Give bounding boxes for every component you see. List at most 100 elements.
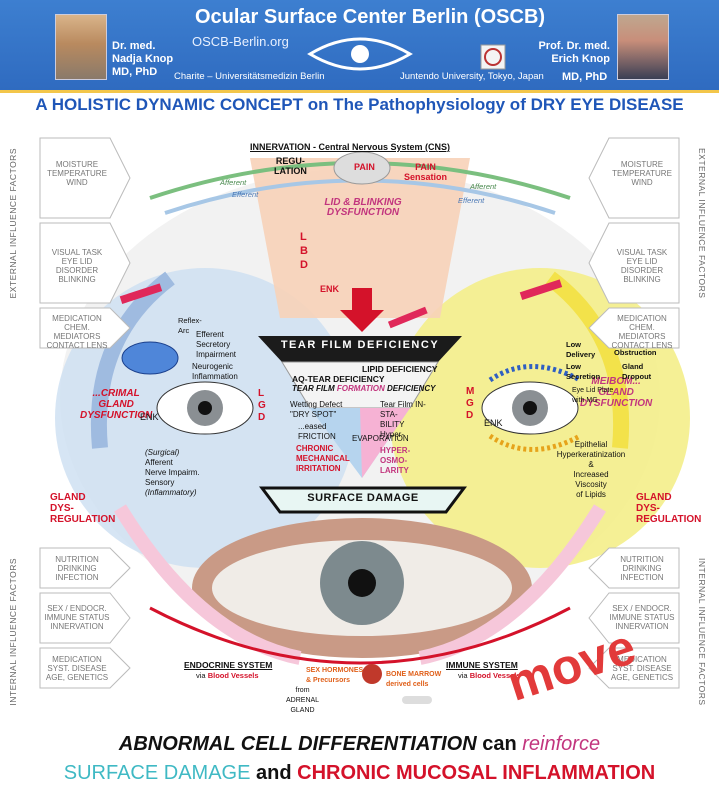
sexhorm-line-2: & Precursors (306, 677, 350, 684)
neurogenic-label: Neurogenic Inflammation (192, 362, 238, 382)
enk-left-label: ENK (140, 412, 159, 422)
evaporation-label: EVAPORATION (352, 434, 409, 443)
gl-drop-line-2: Dropout (622, 372, 652, 381)
lgd-g: G (258, 400, 266, 411)
adrenal-line-2: ADRENAL (286, 697, 320, 704)
afferent-label-left: Afferent (220, 178, 247, 187)
footer-and: and (256, 762, 292, 784)
immune-label: IMMUNE SYSTEM (446, 660, 518, 670)
int-r2-c: INNERVATION (615, 622, 669, 631)
page-subtitle: A HOLISTIC DYNAMIC CONCEPT on The Pathop… (35, 95, 684, 114)
lgd-l: L (258, 388, 265, 399)
bonemarrow-line-1: BONE MARROW (386, 671, 442, 678)
aff-nerve-line-1: (Surgical) (145, 448, 180, 457)
blood-vessel-arc (149, 606, 571, 665)
aq-tear-deficiency-label: AQ-TEAR DEFICIENCY (292, 374, 385, 384)
adrenal-line-1: from (295, 687, 310, 694)
footer-line-1: ABNORMAL CELL DIFFERENTIATION can reinfo… (0, 733, 719, 756)
immune-via: via (458, 671, 468, 680)
tff-part-1: TEAR FILM (292, 384, 335, 393)
meibomian-line-3: DYSFUNCTION (580, 398, 653, 409)
external-arrow-right-3 (588, 307, 680, 349)
external-box-right-2: VISUAL TASK EYE LID DISORDER BLINKING (607, 248, 677, 284)
friction-line-2: FRICTION (298, 432, 336, 441)
gland-dropout-label: Gland Dropout (622, 362, 651, 382)
instability-line-2: STA- (380, 410, 398, 419)
footer-line-2: SURFACE DAMAGE and CHRONIC MUCOSAL INFLA… (0, 762, 719, 785)
low-delivery-label: Low Delivery (566, 340, 595, 360)
immune-vessels: Blood Vessels (469, 671, 521, 680)
int-l1-c: INFECTION (55, 573, 99, 582)
internal-arrow-right-2 (588, 592, 680, 644)
ext-r2-a: VISUAL TASK (616, 248, 668, 257)
mgd-m: M (466, 386, 475, 397)
lidplate-line-2: with MG (572, 397, 598, 404)
internal-arrow-left-3 (39, 647, 131, 689)
low-secretion-label: Low Secretion (566, 362, 600, 382)
instability-line-3: BILITY (380, 420, 405, 429)
sexhorm-line-1: SEX HORMONES (306, 667, 364, 674)
header-title: Ocular Surface Center Berlin (OSCB) (194, 6, 546, 28)
ext-r3-c: CONTACT LENS (611, 341, 673, 350)
internal-box-left-2: SEX / ENDOCR. IMMUNE STATUS INNERVATION (42, 604, 112, 631)
tear-film-formation-label: TEAR FILM FORMATION DEFICIENCY (292, 384, 435, 394)
brain-icon (333, 151, 391, 185)
efferent-label-right: Efferent (458, 196, 485, 205)
ext-r1-a: MOISTURE (620, 160, 664, 169)
instability-label: Tear Film IN- STA- BILITY Hyper- (380, 400, 426, 440)
epi-line-4: Increased (573, 470, 609, 479)
low-del-line-2: Delivery (566, 350, 596, 359)
internal-arrow-left-1 (39, 547, 131, 589)
int-l3-b: SYST. DISEASE (47, 664, 107, 673)
int-l1-b: DRINKING (57, 564, 97, 573)
header-separator (0, 90, 719, 93)
int-l2-a: SEX / ENDOCR. (47, 604, 107, 613)
person-left-name: Nadja Knop (112, 53, 174, 65)
pain-sensation-label: PAIN Sensation (404, 162, 447, 182)
gland-regulation-left-label: GLAND DYS- REGULATION (50, 492, 115, 525)
external-arrow-right-1 (588, 137, 680, 219)
red-marker-2 (519, 279, 563, 300)
endocrine-label: ENDOCRINE SYSTEM (184, 660, 273, 670)
hyperosmolarity-label: HYPER- OSMO- LARITY (380, 446, 410, 476)
afferent-nerve-label: (Surgical) Afferent Nerve Impairm. Senso… (145, 448, 200, 498)
neuro-line-2: Inflammation (192, 372, 238, 381)
enk-lid-label: ENK (320, 284, 340, 294)
wetting-defect-label: Wetting Defect "DRY SPOT" (290, 400, 342, 420)
person-right-name: Erich Knop (551, 53, 610, 65)
down-arrow-icon (340, 288, 384, 332)
int-l3-c: AGE, GENETICS (45, 673, 109, 682)
header-banner (0, 0, 719, 90)
chronic-line-3: IRRITATION (296, 464, 341, 473)
external-label-right: EXTERNAL INFLUENCE FACTORS (697, 148, 707, 299)
chronic-irritation-label: CHRONIC MECHANICAL IRRITATION (296, 444, 350, 474)
internal-box-right-1: NUTRITION DRINKING INFECTION (607, 555, 677, 582)
obstruction-label: Obstruction (614, 348, 657, 357)
internal-label-right: INTERNAL INFLUENCE FACTORS (697, 558, 707, 706)
tear-film-deficiency-label: TEAR FILM DEFICIENCY (280, 339, 440, 351)
external-box-right-3: MEDICATION CHEM. MEDIATORS CONTACT LENS (607, 314, 677, 350)
wetting-line-2: "DRY SPOT" (290, 410, 337, 419)
int-r3-c: AGE, GENETICS (610, 673, 674, 682)
friction-label: ...eased FRICTION (298, 422, 336, 442)
big-eye-pupil (348, 569, 376, 597)
external-box-left-2: VISUAL TASK EYE LID DISORDER BLINKING (42, 248, 112, 284)
internal-box-left-3: MEDICATION SYST. DISEASE AGE, GENETICS (42, 655, 112, 682)
lbd-b: B (300, 245, 308, 257)
meibomian-line-2: GLAND (598, 387, 634, 398)
eye-logo-icon (307, 37, 413, 71)
mgd-g: G (466, 398, 474, 409)
ext-l1-c: WIND (66, 178, 88, 187)
ext-l3-c: CONTACT LENS (46, 341, 108, 350)
lacrimal-line-1: ...CRIMAL (92, 388, 140, 399)
int-r2-b: IMMUNE STATUS (609, 613, 675, 622)
header-url[interactable]: OSCB-Berlin.org (192, 34, 289, 49)
int-r3-a: MEDICATION (617, 655, 667, 664)
footer-surface-damage: SURFACE DAMAGE (63, 762, 251, 784)
low-sec-line-2: Secretion (566, 372, 601, 381)
external-arrow-left-3 (39, 307, 131, 349)
chronic-line-1: CHRONIC (296, 444, 334, 453)
internal-label-left: INTERNAL INFLUENCE FACTORS (8, 558, 18, 706)
lid-blinking-panel (250, 158, 470, 318)
person-left-degree: MD, PhD (112, 66, 158, 78)
